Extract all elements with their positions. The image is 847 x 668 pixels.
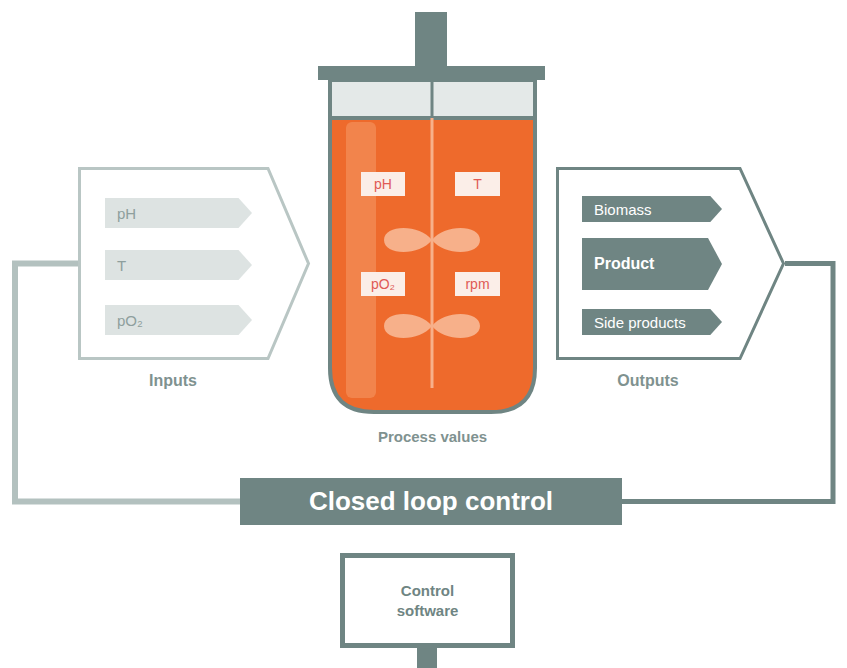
- input-tag-outline: [105, 250, 252, 280]
- output-tag: Biomass: [582, 196, 722, 222]
- node-label: T: [117, 257, 126, 274]
- node-label: Control software: [383, 581, 473, 620]
- output-tag: Side products: [582, 309, 722, 335]
- input-tag: pO₂: [105, 305, 252, 335]
- text-holder: pO₂: [105, 305, 252, 335]
- process-value-box-shape: [455, 272, 500, 296]
- heading-holder: Process values: [330, 428, 535, 445]
- vessel-lid: [330, 80, 535, 118]
- node-label: pO₂: [117, 312, 143, 329]
- text-holder: pO₂: [361, 272, 405, 296]
- node-label: Biomass: [594, 201, 652, 218]
- text-holder: Closed loop control: [240, 478, 622, 525]
- control-bar: Closed loop control: [240, 478, 622, 525]
- control-bar-shape: [240, 478, 622, 525]
- text-holder: Control software: [340, 553, 515, 648]
- process-value-box: pO₂: [361, 272, 405, 296]
- inputs-panel: InputspHTpO₂: [78, 167, 310, 360]
- input-tag: pH: [105, 198, 252, 228]
- node-label: T: [473, 176, 482, 192]
- process-value-box-shape: [361, 172, 405, 196]
- output-tag-shape: [582, 196, 722, 222]
- text-holder: pH: [361, 172, 405, 196]
- node-label: pH: [374, 176, 392, 192]
- monitor-screen: Control software: [340, 553, 515, 648]
- text-holder: Side products: [582, 309, 722, 335]
- output-tag-main: Product: [582, 238, 722, 290]
- impeller-upper: [384, 228, 480, 252]
- heading-holder: Outputs: [556, 372, 740, 390]
- process-value-box-shape: [455, 172, 500, 196]
- text-holder: rpm: [455, 272, 500, 296]
- heading-holder: Inputs: [78, 372, 268, 390]
- lid-divider: [431, 80, 434, 118]
- inputs-panel-shape: [80, 169, 309, 359]
- node-label: pO₂: [371, 276, 395, 292]
- node-label: Closed loop control: [309, 486, 553, 517]
- input-tag-shape: [105, 305, 252, 335]
- node-label: pH: [117, 205, 136, 222]
- impeller-lower: [384, 314, 480, 338]
- text-holder: Product: [582, 238, 722, 290]
- vessel-highlight: [346, 122, 376, 398]
- monitor-stand: [417, 647, 437, 668]
- process-value-box: rpm: [455, 272, 500, 296]
- input-tag-shape: [105, 250, 252, 280]
- node-label: Product: [594, 255, 654, 273]
- text-holder: T: [105, 250, 252, 280]
- process-value-box: T: [455, 172, 500, 196]
- stirrer-shaft-top: [415, 12, 447, 70]
- bioreactor-vessel: Process valuespHTpO₂rpm: [330, 80, 535, 412]
- node-label: rpm: [465, 276, 489, 292]
- vessel-liquid: [330, 118, 535, 412]
- monitor-screen-shape: [343, 556, 513, 646]
- text-holder: Biomass: [582, 196, 722, 222]
- stirrer-shaft: [431, 118, 434, 388]
- input-tag: T: [105, 250, 252, 280]
- text-holder: pH: [105, 198, 252, 228]
- section-heading: Outputs: [617, 372, 678, 390]
- section-heading: Inputs: [149, 372, 197, 390]
- output-tag-main-shape: [582, 238, 722, 290]
- monitor-screen-outline: [340, 553, 515, 648]
- input-tag-shape: [105, 198, 252, 228]
- outputs-panel: OutputsBiomassProductSide products: [556, 167, 785, 360]
- vessel-cap: [318, 66, 545, 80]
- process-value-box: pH: [361, 172, 405, 196]
- outputs-panel-shape: [558, 169, 784, 359]
- section-heading: Process values: [378, 428, 487, 445]
- text-holder: T: [455, 172, 500, 196]
- output-tag-shape: [582, 309, 722, 335]
- process-value-box-shape: [361, 272, 405, 296]
- node-label: Side products: [594, 314, 686, 331]
